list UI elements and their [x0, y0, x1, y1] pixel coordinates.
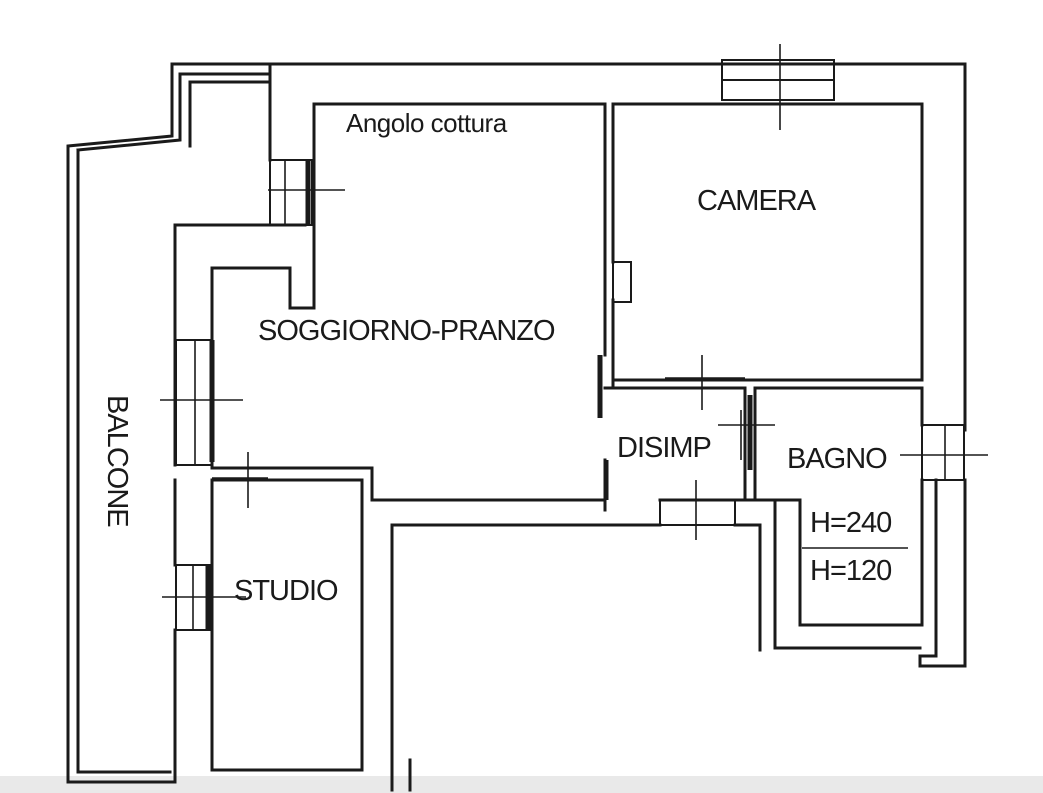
height-reduced-label: H=120: [810, 555, 891, 587]
balcony-label: BALCONE: [101, 395, 133, 527]
height-full-label: H=240: [810, 507, 891, 539]
living-window: [175, 339, 213, 466]
kitchen-window: [269, 159, 313, 226]
kitchen-label: Angolo cottura: [346, 108, 508, 138]
camera-closet: [612, 261, 632, 303]
bedroom-label: CAMERA: [697, 185, 817, 217]
living-label: SOGGIORNO-PRANZO: [258, 315, 555, 347]
hallway-door-frame: [659, 499, 736, 526]
bathroom-window: [921, 424, 965, 481]
outer-walls: [66, 62, 967, 784]
door-markers: [160, 44, 988, 630]
bottom-fade: [0, 776, 1043, 793]
study-label: STUDIO: [234, 575, 338, 607]
inner-walls: [173, 62, 924, 792]
hallway-label: DISIMP: [617, 432, 711, 464]
bathroom-label: BAGNO: [787, 443, 887, 475]
